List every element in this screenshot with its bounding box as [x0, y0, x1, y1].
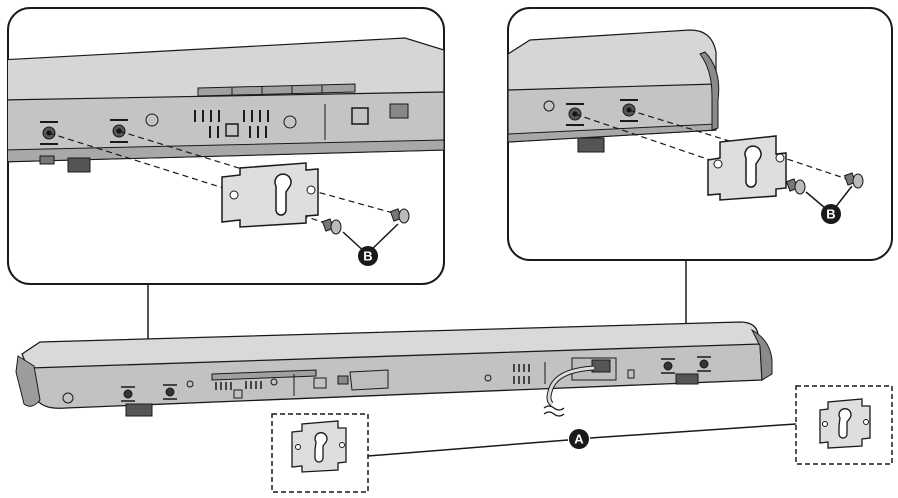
bracket-a-right — [795, 385, 893, 465]
bracket-a-left — [271, 413, 369, 493]
soundbar-main — [15, 321, 773, 417]
callout-b-right: B — [821, 204, 841, 224]
callout-b-right-label: B — [826, 207, 835, 222]
callout-a-line-left — [367, 439, 569, 457]
callout-a-line-right — [589, 423, 797, 439]
mounting-bracket-left-detail — [221, 162, 319, 228]
mounting-bracket-right-detail — [707, 135, 787, 201]
right-detail-panel: B — [507, 7, 893, 261]
screw-right-2 — [843, 172, 864, 189]
screw-left-2 — [389, 208, 410, 224]
callout-a-label: A — [574, 432, 584, 447]
callout-b-left-label: B — [363, 249, 372, 264]
callout-a: A — [569, 429, 589, 449]
screw-left-1 — [321, 218, 342, 235]
callout-b-left: B — [358, 246, 378, 266]
left-detail-panel: B — [7, 7, 445, 285]
screw-right-1 — [785, 178, 806, 195]
